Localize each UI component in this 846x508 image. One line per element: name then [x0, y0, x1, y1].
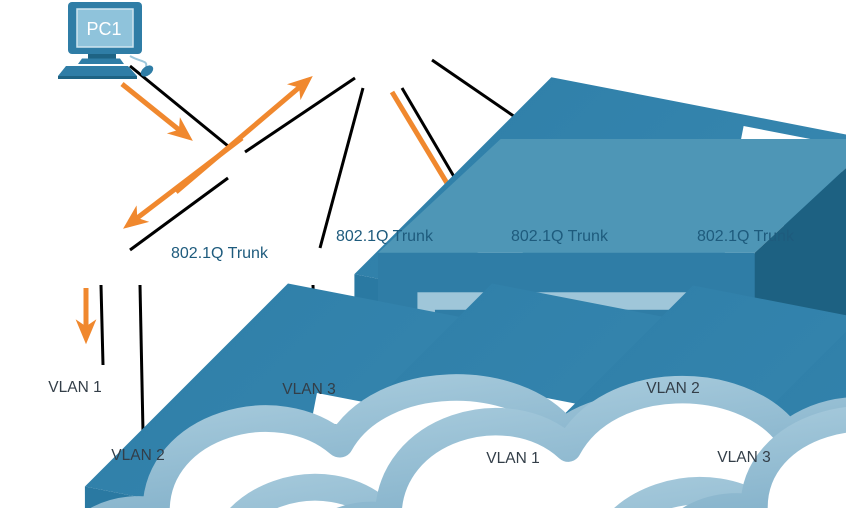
link-switch1-vlan1 — [99, 284, 105, 366]
pc-keyboard-edge — [58, 76, 137, 79]
link-hub-switch1 — [129, 176, 229, 252]
vlan-label-1: VLAN 1 — [48, 379, 101, 396]
link-core-switch2 — [318, 87, 365, 249]
pc-monitor-base — [78, 58, 124, 64]
pc-mouse-cable — [129, 55, 148, 68]
link-pc1-hub — [129, 64, 229, 148]
pc1-label: PC1 — [86, 19, 121, 39]
link-hub-core-switch — [244, 76, 356, 154]
pc-keyboard — [58, 66, 137, 76]
broadcast-arrow-pc1-to-hub — [120, 82, 193, 141]
link-switch1-vlan2 — [138, 284, 145, 433]
vlan-label-5: VLAN 2 — [646, 380, 699, 397]
vlan-label-4: VLAN 1 — [486, 450, 539, 467]
pc-screen — [76, 8, 134, 48]
pc-mouse — [140, 65, 154, 77]
trunk-label-4: 802.1Q Trunk — [697, 228, 795, 245]
vlan-label-6: VLAN 3 — [717, 449, 770, 466]
trunk-label-3: 802.1Q Trunk — [511, 228, 609, 245]
trunk-labels: 802.1Q Trunk 802.1Q Trunk 802.1Q Trunk 8… — [171, 228, 795, 262]
vlan-label-2: VLAN 2 — [111, 447, 164, 464]
trunk-label-2: 802.1Q Trunk — [336, 228, 434, 245]
pc1-device: PC1 — [58, 2, 154, 79]
pc-monitor-neck — [88, 54, 116, 59]
trunk-label-1: 802.1Q Trunk — [171, 245, 269, 262]
broadcast-arrow-hub-to-switch1 — [123, 136, 244, 229]
vlan-label-3: VLAN 3 — [282, 381, 335, 398]
cloud-labels: VLAN 1 VLAN 2 VLAN 3 VLAN 1 VLAN 2 VLAN … — [48, 379, 770, 467]
